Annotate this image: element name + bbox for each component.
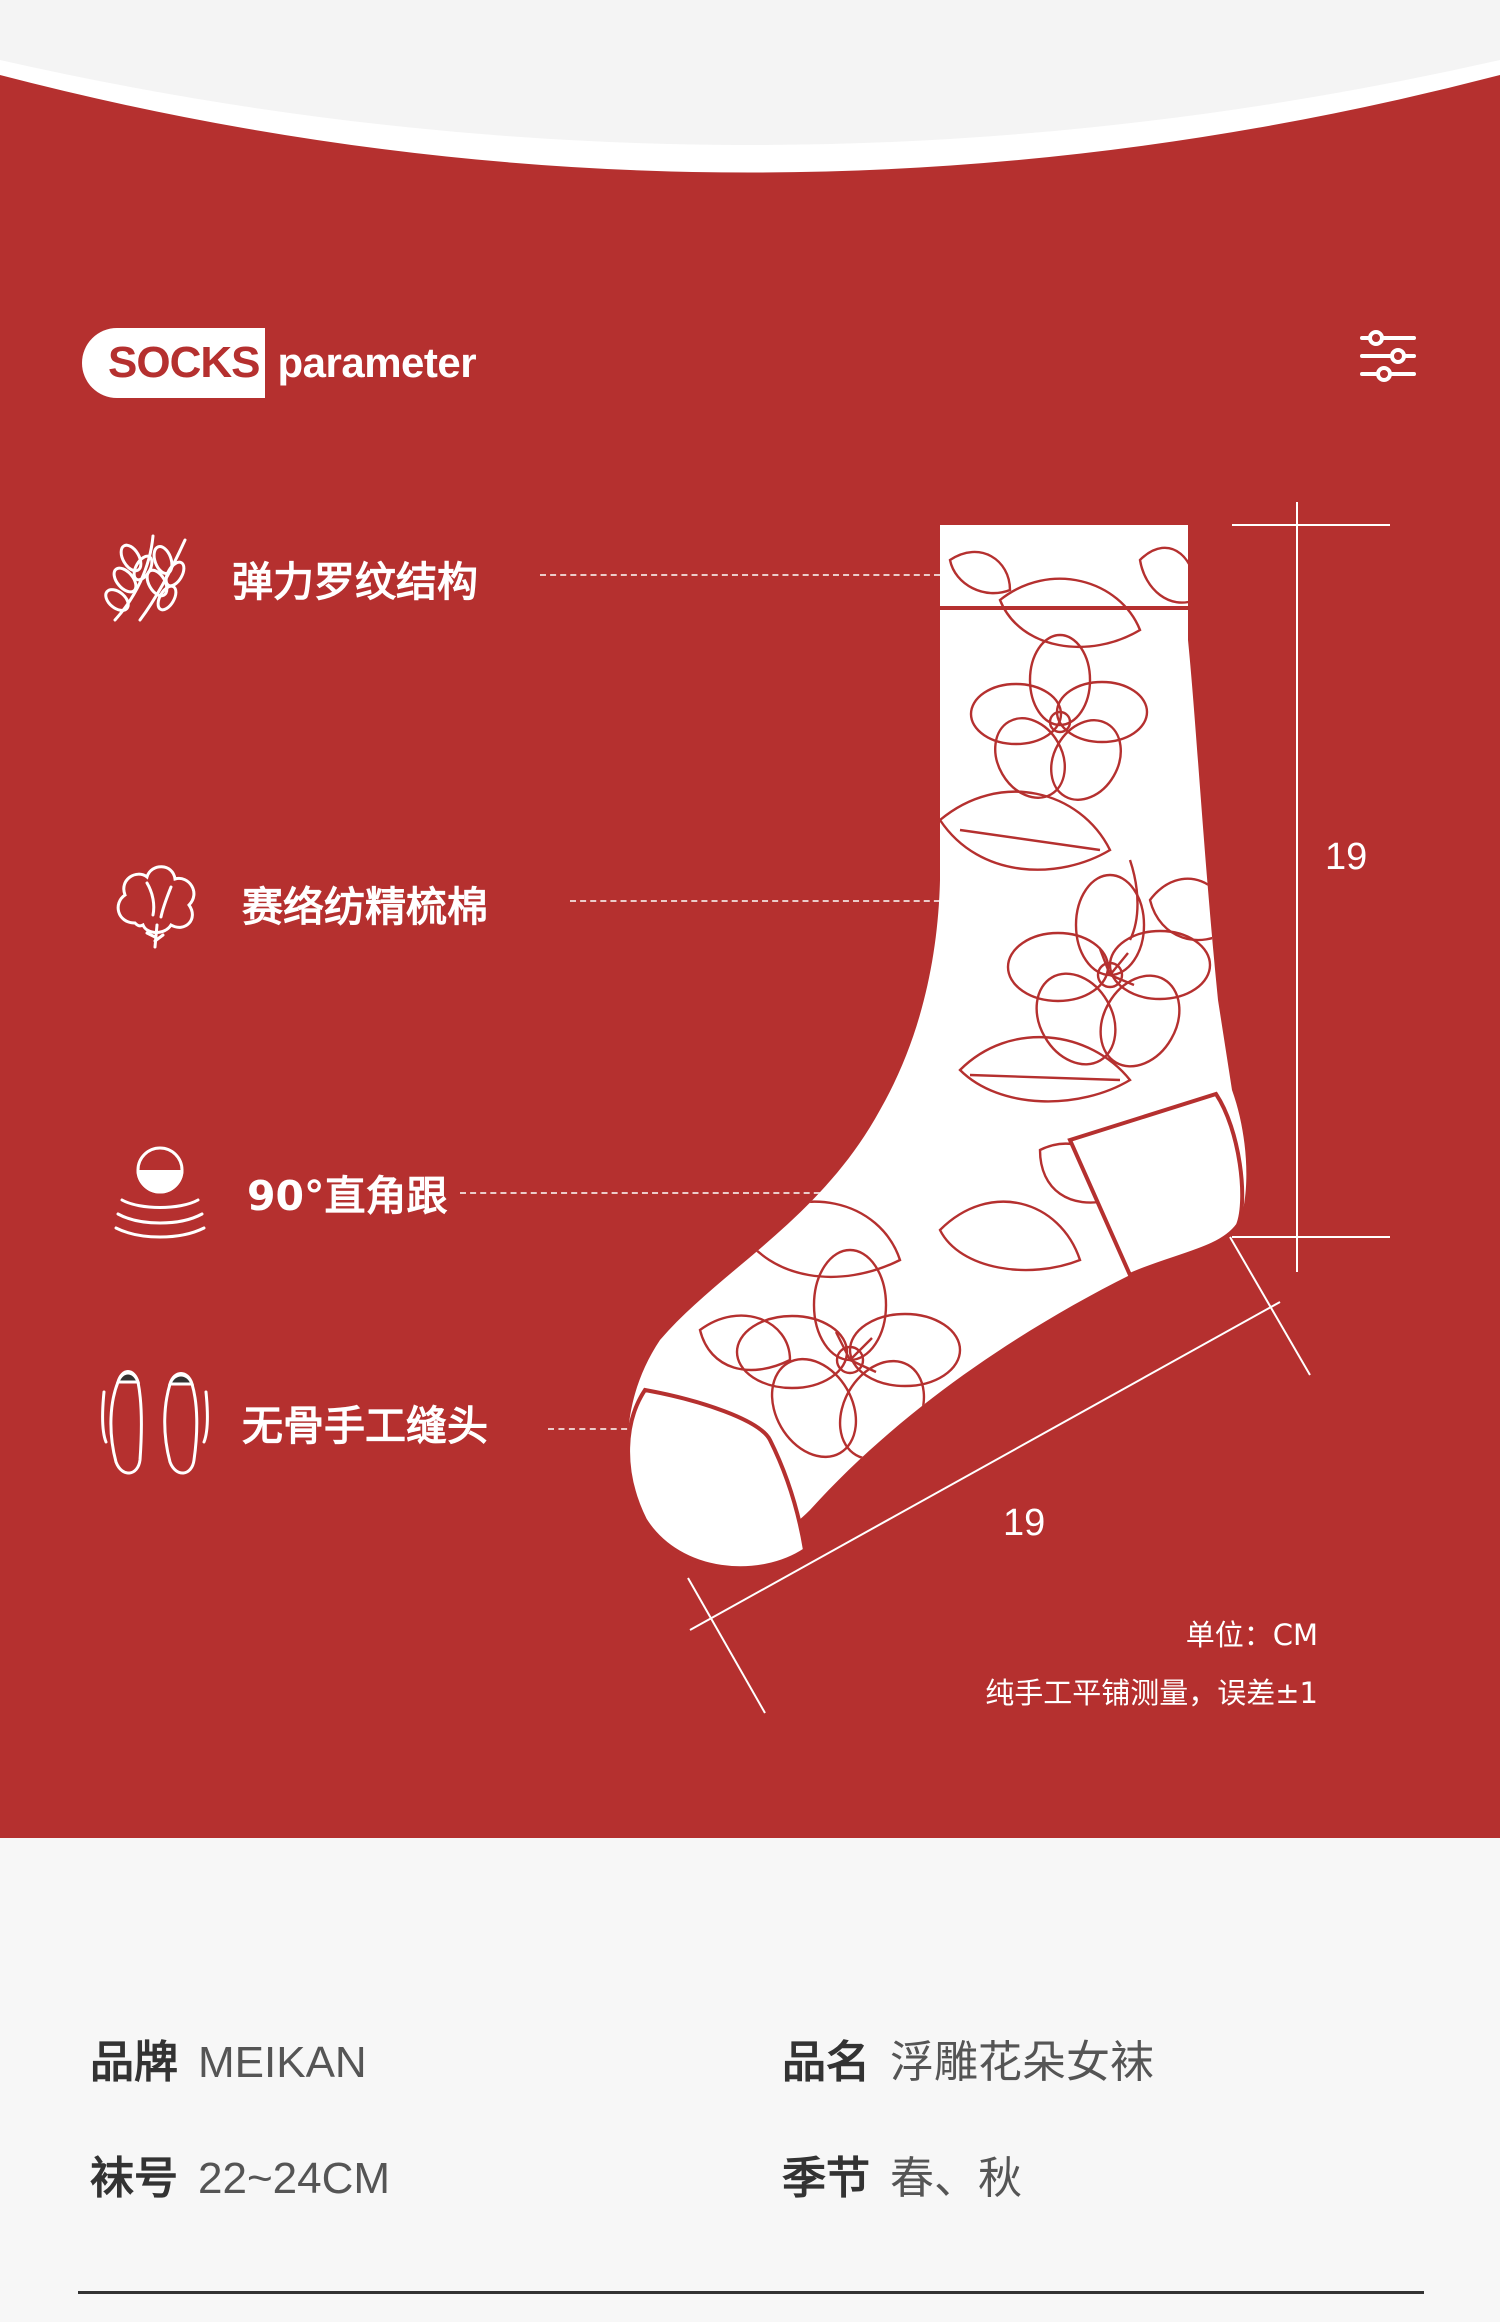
unit-note: 单位：CM [1185, 1618, 1318, 1652]
wheat-icon [90, 523, 200, 633]
feet-icon [100, 1367, 210, 1477]
parameter-panel: SOCKS parameter [0, 0, 1500, 1838]
param-name-label: 品名 [782, 2037, 870, 2088]
leader-line [540, 574, 940, 576]
param-size-value: 22~24CM [198, 2154, 391, 2203]
feature-cotton: 赛络纺精梳棉 [100, 848, 488, 958]
param-brand-label: 品牌 [90, 2037, 178, 2088]
feature-label: 90°直角跟 [247, 1172, 448, 1220]
feature-label: 弹力罗纹结构 [232, 558, 478, 606]
sock-illustration [626, 502, 1390, 1714]
param-brand: 品牌 MEIKAN [90, 2026, 367, 2090]
param-brand-value: MEIKAN [198, 2038, 367, 2087]
badge-suffix: parameter [277, 339, 477, 386]
cotton-icon [100, 848, 210, 958]
feature-label: 赛络纺精梳棉 [242, 883, 488, 931]
badge-word: SOCKS [82, 328, 266, 398]
feature-seamless-toe: 无骨手工缝头 [100, 1367, 488, 1477]
top-arc-decoration [0, 0, 1500, 173]
param-season: 季节 春、秋 [782, 2142, 1022, 2206]
feature-rib-structure: 弹力罗纹结构 [90, 523, 478, 633]
bottom-divider [78, 2291, 1424, 2294]
feature-right-angle-heel: 90°直角跟 [105, 1137, 448, 1247]
param-size: 袜号 22~24CM [90, 2142, 390, 2206]
leader-line [548, 1428, 648, 1430]
measurement-note: 纯手工平铺测量，误差±1 [985, 1676, 1318, 1710]
leader-line [460, 1192, 840, 1194]
feature-label: 无骨手工缝头 [242, 1402, 488, 1450]
param-size-label: 袜号 [90, 2153, 178, 2204]
param-name-value: 浮雕花朵女袜 [890, 2038, 1154, 2087]
sliders-icon[interactable] [1358, 326, 1418, 386]
height-dimension-label: 19 [1325, 836, 1368, 878]
param-season-value: 春、秋 [890, 2154, 1022, 2203]
param-name: 品名 浮雕花朵女袜 [782, 2026, 1154, 2090]
length-dimension-label: 19 [1003, 1502, 1046, 1544]
leader-line [570, 900, 950, 902]
param-season-label: 季节 [782, 2153, 870, 2204]
socks-parameter-badge: SOCKS parameter [82, 328, 477, 398]
heel-icon [105, 1137, 215, 1247]
